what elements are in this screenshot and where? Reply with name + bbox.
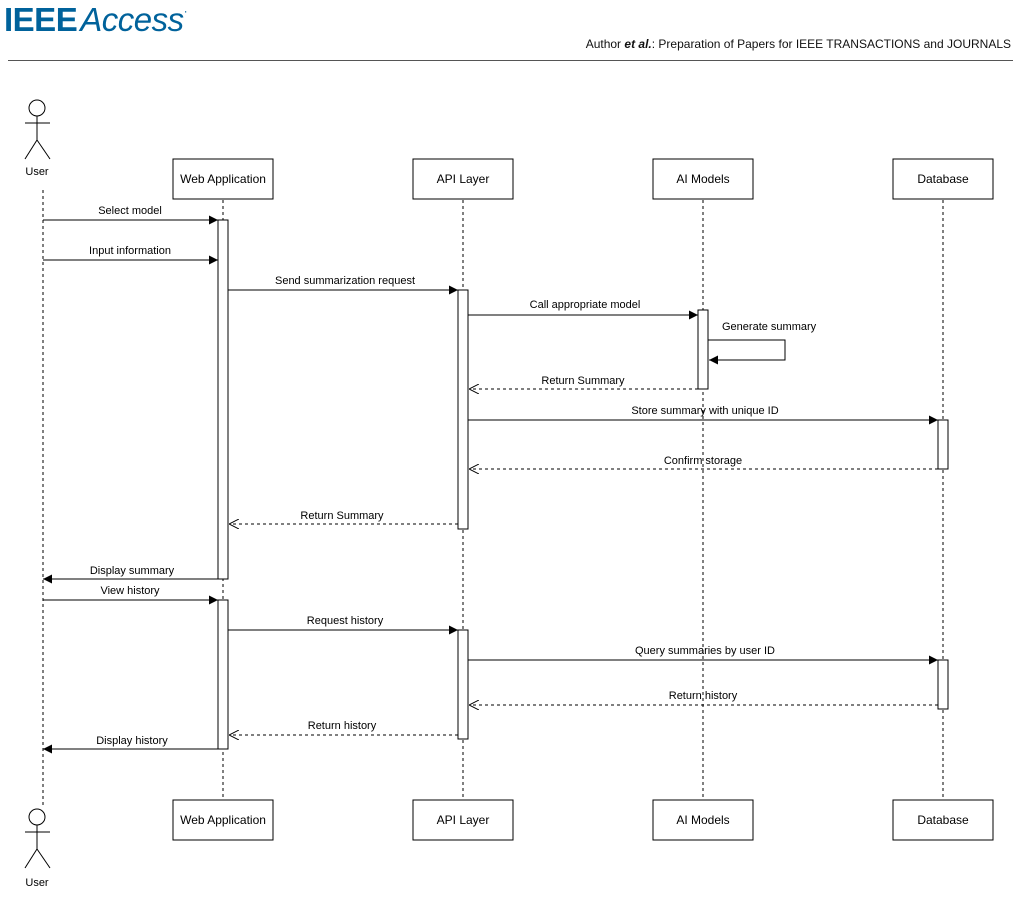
- activation-db-2: [937, 659, 949, 710]
- message-label-15: Return history: [308, 720, 377, 732]
- page-header: IEEEAccess· Author et al.: Preparation o…: [0, 0, 1019, 70]
- user-actor-bottom-label: User: [25, 877, 49, 889]
- activation-web-1: [217, 219, 229, 580]
- message-label-6: Return Summary: [541, 375, 625, 387]
- running-head-author: Author: [585, 37, 622, 51]
- message-label-16: Display history: [96, 735, 168, 747]
- message-label-14: Return history: [669, 690, 738, 702]
- participant-label-db-top: Database: [917, 172, 969, 186]
- actors: User User: [24, 99, 51, 889]
- message-label-7: Store summary with unique ID: [631, 405, 778, 417]
- participant-box-ai-bottom: [652, 799, 754, 841]
- user-actor-top-label: User: [25, 166, 49, 178]
- message-label-1: Select model: [98, 205, 162, 217]
- participant-box-web-top: [172, 158, 274, 200]
- participant-label-web-bottom: Web Application: [180, 813, 266, 827]
- message-label-9: Return Summary: [300, 510, 384, 522]
- message-label-4: Call appropriate model: [530, 299, 641, 311]
- participant-box-api-bottom: [412, 799, 514, 841]
- activation-api-1: [457, 289, 469, 530]
- message-label-10: Display summary: [90, 565, 175, 577]
- message-label-13: Query summaries by user ID: [635, 645, 775, 657]
- participant-label-ai-top: AI Models: [676, 172, 729, 186]
- participant-label-web-top: Web Application: [180, 172, 266, 186]
- running-head: Author et al.: Preparation of Papers for…: [586, 37, 1011, 51]
- participant-label-db-bottom: Database: [917, 813, 969, 827]
- participant-box-api-top: [412, 158, 514, 200]
- participant-box-web-bottom: [172, 799, 274, 841]
- running-head-etal: et al.: [624, 37, 652, 51]
- message-label-5: Generate summary: [722, 321, 817, 333]
- activation-bars: [217, 219, 949, 750]
- activation-web-2: [217, 599, 229, 750]
- activation-ai-1: [697, 309, 709, 390]
- participant-boxes: Web Application API Layer AI Models Data…: [172, 158, 994, 841]
- message-label-3: Send summarization request: [275, 275, 415, 287]
- participant-label-api-top: API Layer: [437, 172, 490, 186]
- running-head-title: : Preparation of Papers for IEEE TRANSAC…: [651, 37, 1011, 51]
- activation-db-1: [937, 419, 949, 470]
- message-label-8: Confirm storage: [664, 455, 742, 467]
- logo-access-text: Access: [80, 1, 184, 38]
- logo-dot: ·: [183, 4, 188, 18]
- message-arrow-5-self: [708, 339, 786, 365]
- message-label-2: Input information: [89, 245, 171, 257]
- message-label-11: View history: [100, 585, 160, 597]
- participant-box-ai-top: [652, 158, 754, 200]
- user-actor-top-icon: [24, 99, 51, 160]
- messages: Select model Input information Send summ…: [43, 205, 938, 754]
- header-rule: [8, 60, 1013, 61]
- journal-logo: IEEEAccess·: [4, 2, 188, 38]
- lifelines: [42, 190, 944, 805]
- participant-label-api-bottom: API Layer: [437, 813, 490, 827]
- participant-box-db-top: [892, 158, 994, 200]
- message-label-12: Request history: [307, 615, 384, 627]
- logo-ieee-text: IEEE: [4, 1, 78, 38]
- participant-label-ai-bottom: AI Models: [676, 813, 729, 827]
- participant-box-db-bottom: [892, 799, 994, 841]
- user-actor-bottom-icon: [24, 808, 51, 869]
- activation-api-2: [457, 629, 469, 740]
